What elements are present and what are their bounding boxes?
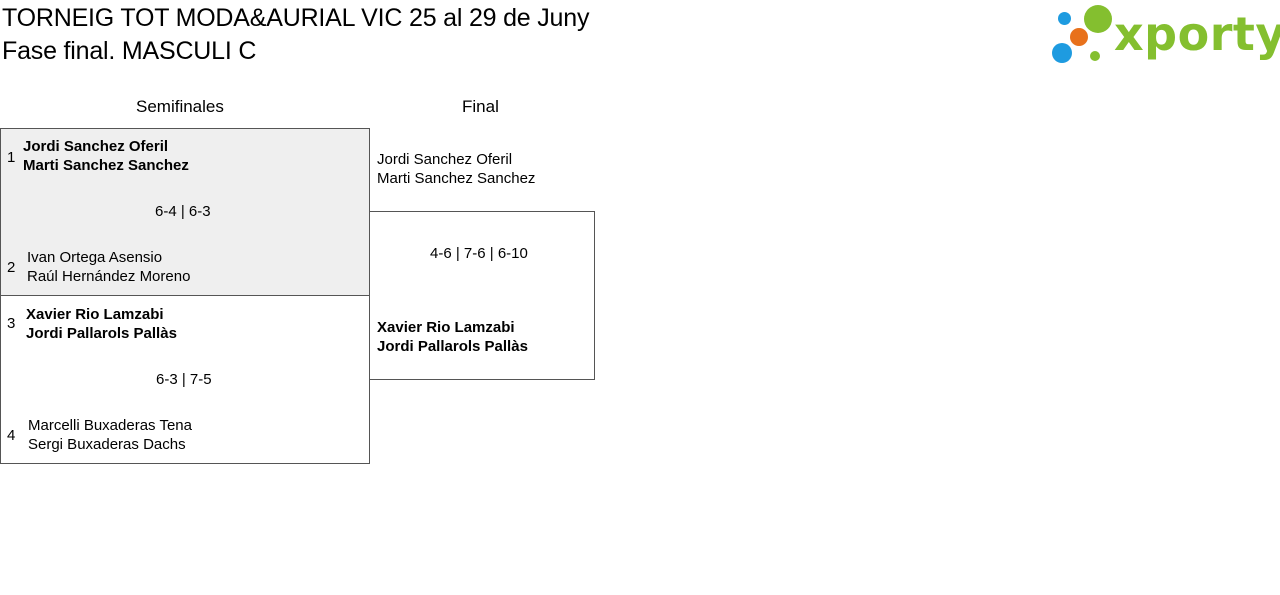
semifinal-match-1[interactable]: 1 Jordi Sanchez Oferil Marti Sanchez San… xyxy=(0,128,370,296)
xporty-logo[interactable]: xporty xyxy=(1050,4,1280,68)
seed-number: 1 xyxy=(7,149,16,166)
phase-subtitle: Fase final. MASCULI C xyxy=(2,37,257,65)
match-score: 6-3 | 7-5 xyxy=(156,371,212,388)
final-team-1-player-1: Jordi Sanchez Oferil xyxy=(377,151,513,168)
final-team-2-player-2: Jordi Pallarols Pallàs xyxy=(377,338,528,355)
seed-number: 2 xyxy=(7,259,16,276)
team-player-1: Xavier Rio Lamzabi xyxy=(26,306,164,323)
final-team-2-player-1: Xavier Rio Lamzabi xyxy=(377,319,515,336)
semifinals-heading: Semifinales xyxy=(136,97,224,116)
logo-wordmark: xporty xyxy=(1114,7,1280,61)
team-player-2: Jordi Pallarols Pallàs xyxy=(26,325,177,342)
seed-number: 4 xyxy=(7,427,16,444)
final-team-1-player-2: Marti Sanchez Sanchez xyxy=(377,170,536,187)
team-player-2: Marti Sanchez Sanchez xyxy=(23,157,189,174)
team-player-1: Ivan Ortega Asensio xyxy=(27,249,163,266)
final-heading: Final xyxy=(462,97,499,116)
logo-dot-blue xyxy=(1052,43,1072,63)
team-player-1: Jordi Sanchez Oferil xyxy=(23,138,169,155)
semifinal-match-2[interactable]: 3 Xavier Rio Lamzabi Jordi Pallarols Pal… xyxy=(0,295,370,464)
tournament-title: TORNEIG TOT MODA&AURIAL VIC 25 al 29 de … xyxy=(2,4,590,32)
team-player-2: Raúl Hernández Moreno xyxy=(27,268,191,285)
logo-dot-blue-top xyxy=(1058,12,1071,25)
team-player-2: Sergi Buxaderas Dachs xyxy=(28,436,186,453)
final-score: 4-6 | 7-6 | 6-10 xyxy=(430,245,528,262)
team-player-1: Marcelli Buxaderas Tena xyxy=(28,417,192,434)
seed-number: 3 xyxy=(7,315,16,332)
logo-dot-green-small xyxy=(1090,51,1100,61)
final-match[interactable]: 4-6 | 7-6 | 6-10 Xavier Rio Lamzabi Jord… xyxy=(369,211,595,380)
logo-dot-green xyxy=(1084,5,1112,33)
match-score: 6-4 | 6-3 xyxy=(155,203,211,220)
logo-dot-orange xyxy=(1070,28,1088,46)
